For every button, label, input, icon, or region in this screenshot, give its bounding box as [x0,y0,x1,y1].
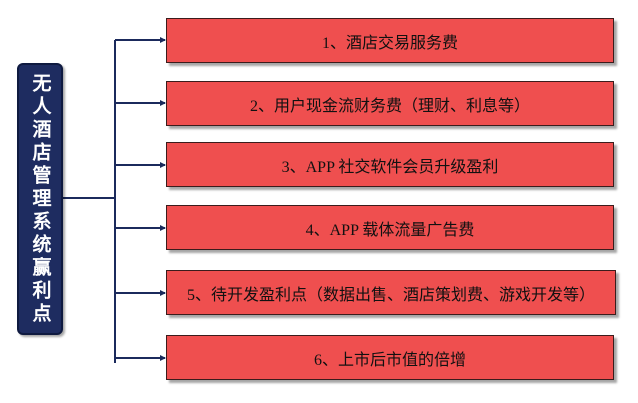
profit-item-4: 4、APP 载体流量广告费 [166,205,614,250]
profit-item-5: 5、待开发盈利点（数据出售、酒店策划费、游戏开发等） [166,270,616,315]
profit-item-label: 1、酒店交易服务费 [321,34,458,52]
profit-item-2: 2、用户现金流财务费（理财、利息等） [166,81,614,126]
profit-item-label: 5、待开发盈利点（数据出售、酒店策划费、游戏开发等） [186,286,595,304]
profit-item-label: 3、APP 社交软件会员升级盈利 [281,158,499,176]
profit-item-label: 2、用户现金流财务费（理财、利息等） [249,97,530,115]
root-node: 无人酒店管理系统赢利点 [17,63,63,335]
profit-item-1: 1、酒店交易服务费 [166,18,614,63]
profit-item-3: 3、APP 社交软件会员升级盈利 [166,142,614,187]
profit-item-6: 6、上市后市值的倍增 [166,335,614,380]
profit-item-label: 4、APP 载体流量广告费 [305,221,475,239]
root-node-label: 无人酒店管理系统赢利点 [29,72,51,326]
profit-item-label: 6、上市后市值的倍增 [313,351,466,369]
